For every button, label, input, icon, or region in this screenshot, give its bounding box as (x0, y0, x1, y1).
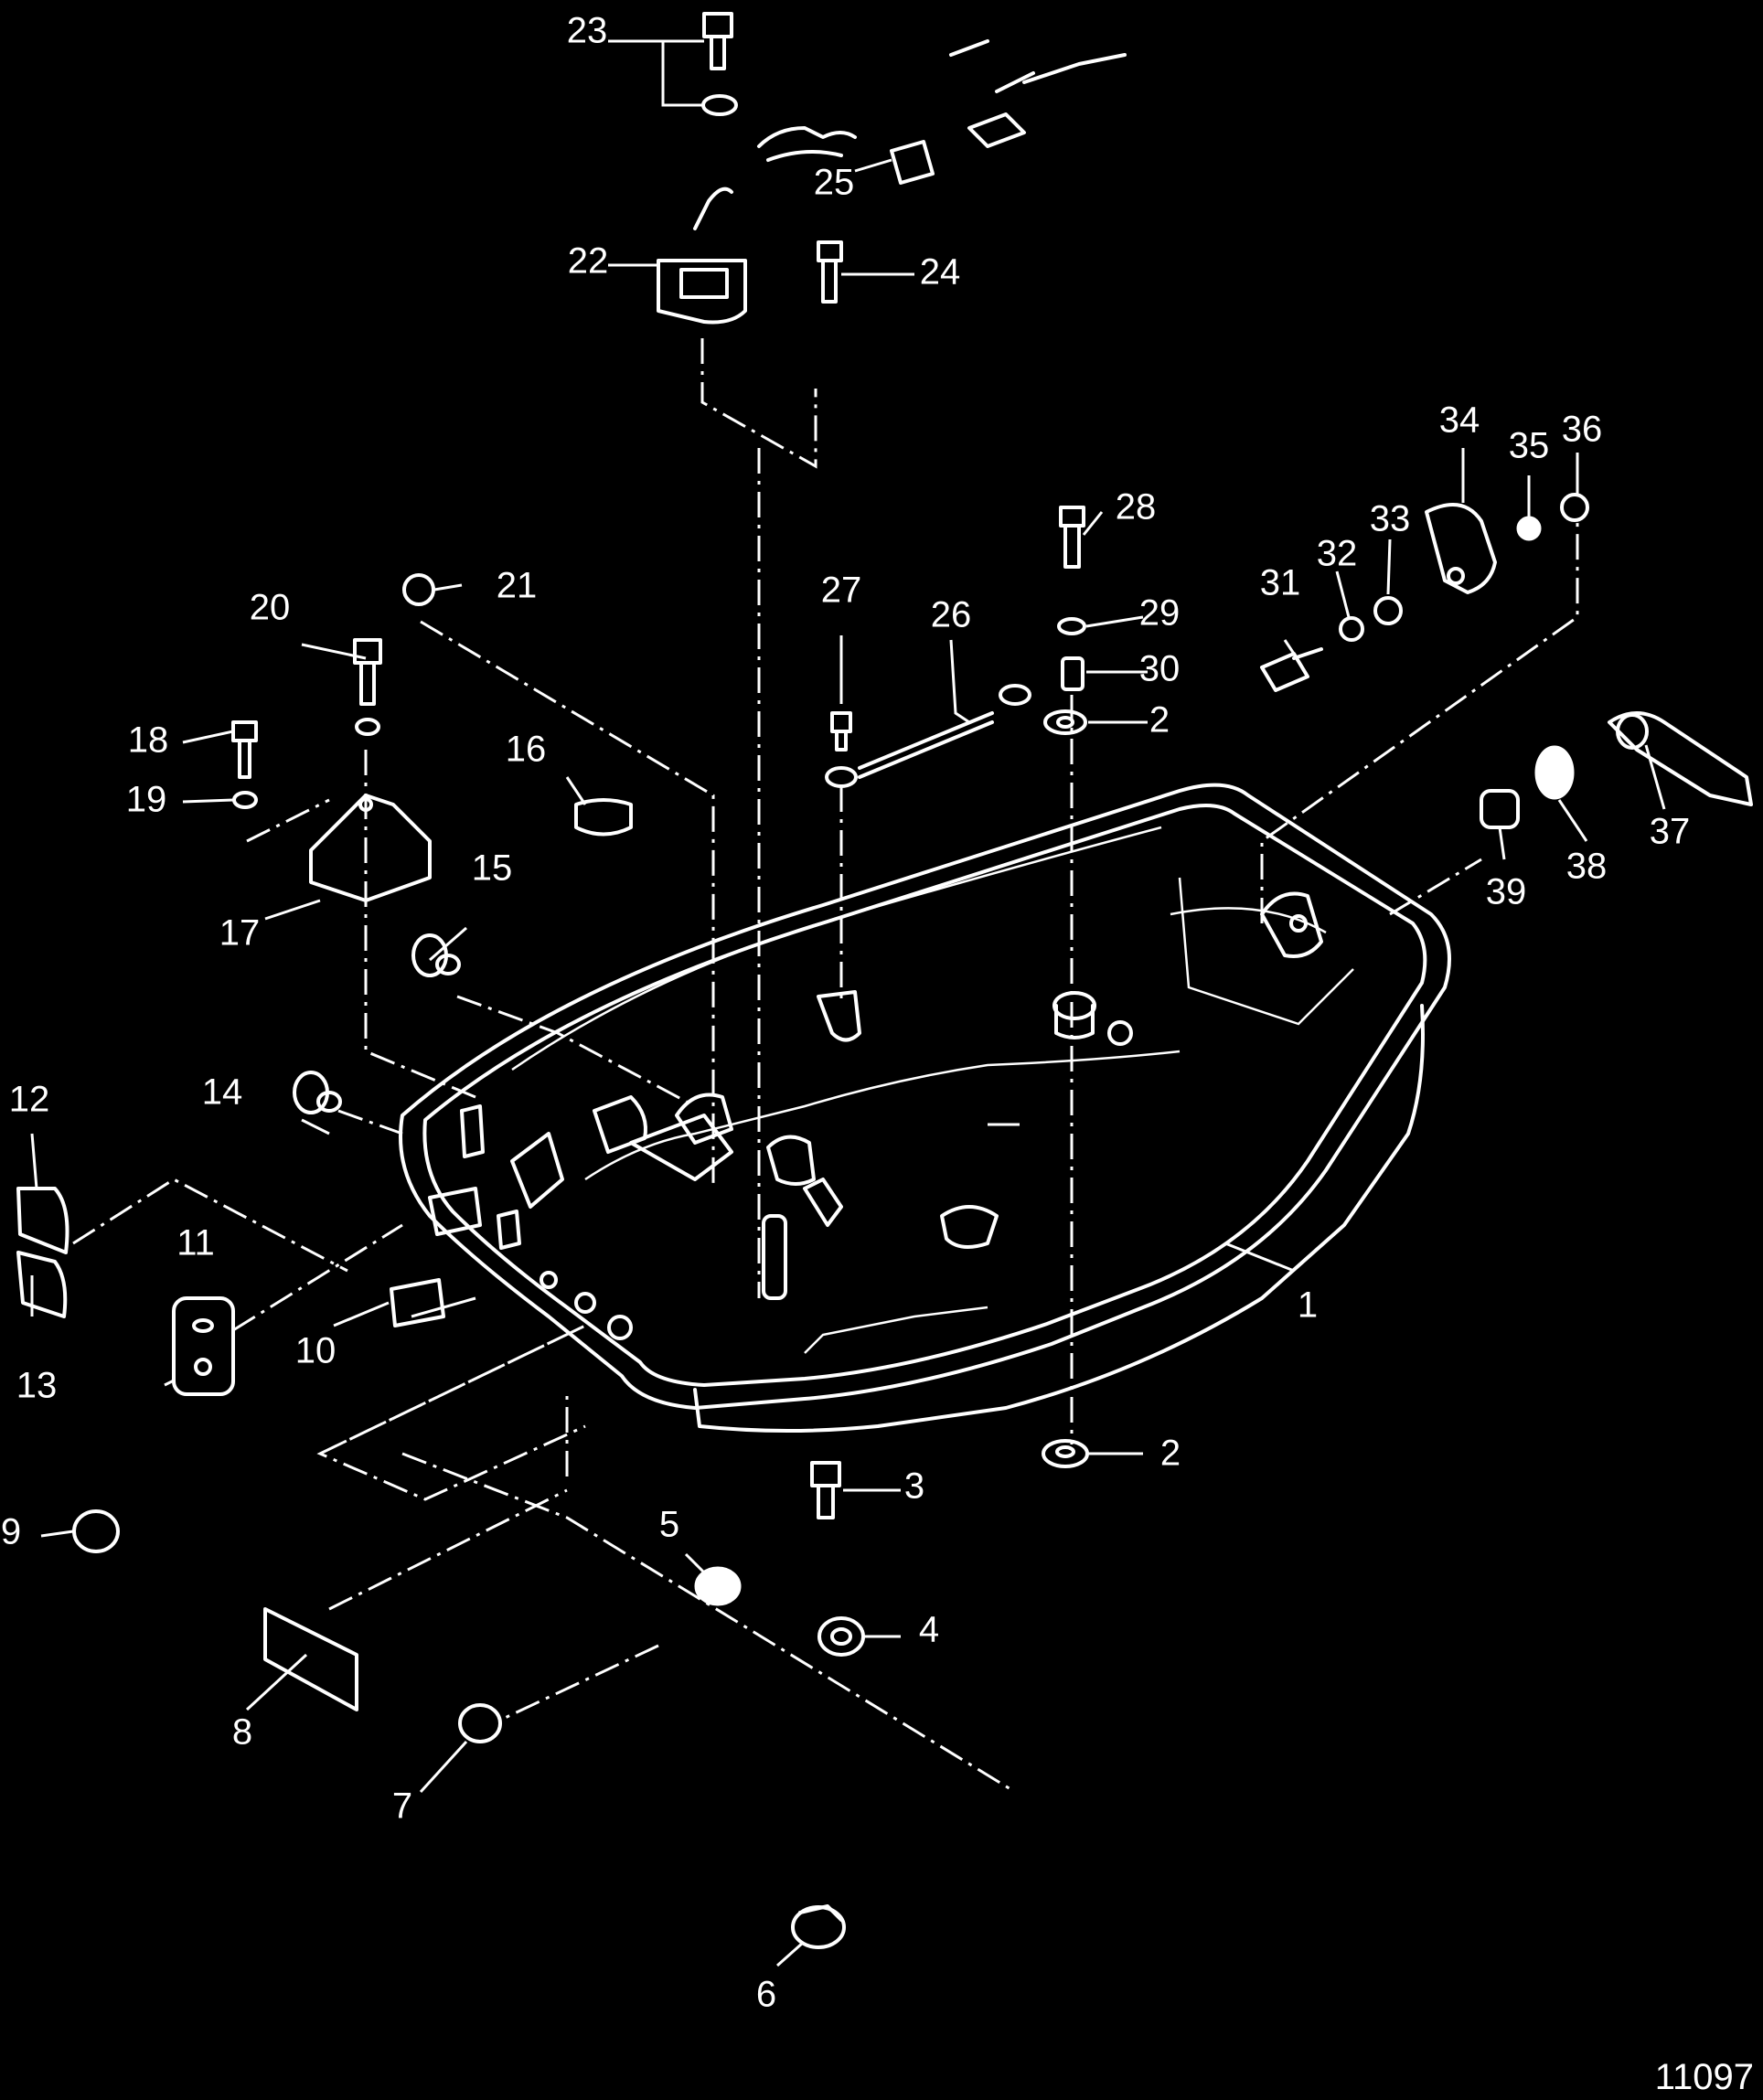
callout-33: 33 (1370, 499, 1411, 539)
part-24-bolt (817, 240, 843, 304)
callout-27: 27 (821, 570, 862, 611)
callout-17: 17 (219, 913, 261, 954)
callout-34: 34 (1439, 400, 1480, 441)
assembly-lines (72, 338, 1579, 1794)
callout-7: 7 (392, 1786, 412, 1827)
callout-3: 3 (904, 1466, 924, 1507)
callout-10: 10 (295, 1331, 337, 1371)
callout-36: 36 (1562, 410, 1603, 450)
callout-39: 39 (1486, 872, 1527, 912)
part-20-bolt (353, 638, 382, 736)
part-5-plug (694, 1566, 742, 1606)
part-30-spacer (1061, 656, 1085, 691)
part-35-nut (1516, 516, 1542, 541)
callout-16: 16 (506, 730, 547, 770)
callout-22: 22 (568, 241, 609, 282)
part-21-grommet (402, 573, 435, 606)
callout-19: 19 (126, 780, 167, 820)
part-7-plug (458, 1703, 502, 1743)
callout-30: 30 (1139, 649, 1181, 689)
part-25-connector (890, 140, 935, 185)
part-15-grommet (411, 933, 461, 977)
callout-26: 26 (931, 595, 972, 635)
part-10-switch (390, 1278, 445, 1327)
part-26-link-rod (858, 684, 1031, 779)
callout-15: 15 (472, 848, 513, 889)
callout-31: 31 (1260, 563, 1301, 603)
part-29-washer (1057, 617, 1086, 635)
part-33-washer (1373, 596, 1403, 625)
callout-4: 4 (919, 1610, 939, 1650)
part-12-clip (16, 1187, 69, 1254)
callout-32: 32 (1317, 534, 1358, 574)
callout-6: 6 (756, 1975, 776, 2015)
part-18-bolt (231, 720, 258, 779)
figure-id: 11097 (1655, 2057, 1754, 2097)
part-9-plug (72, 1509, 120, 1553)
callout-23: 23 (567, 11, 608, 51)
part-11-cover (172, 1296, 235, 1396)
part-32-washer (1339, 616, 1364, 642)
callout-28: 28 (1116, 487, 1157, 528)
part-17-bracket (309, 794, 432, 902)
callout-2b: 2 (1160, 1434, 1181, 1474)
callout-18: 18 (128, 720, 169, 761)
callout-37: 37 (1650, 812, 1691, 852)
part-23-bolt-washer (701, 12, 738, 116)
part-14-grommet (293, 1071, 342, 1114)
part-36-washer (1560, 493, 1589, 522)
bottom-cowl (399, 783, 1451, 1433)
callout-13: 13 (16, 1366, 58, 1406)
part-16-grommet (574, 798, 633, 837)
harness-wires (757, 39, 1127, 162)
callout-9: 9 (1, 1512, 21, 1552)
part-31-bolt (1260, 647, 1323, 692)
callout-5: 5 (659, 1505, 679, 1545)
callout-24: 24 (920, 252, 961, 293)
callout-29: 29 (1139, 593, 1181, 634)
part-2-grommet-top (1043, 709, 1087, 735)
callout-35: 35 (1509, 426, 1550, 466)
callout-8: 8 (232, 1712, 252, 1753)
leader-lines (30, 39, 1666, 1967)
callout-25: 25 (814, 163, 855, 203)
part-34-lever (1425, 503, 1497, 594)
callout-21: 21 (497, 566, 538, 606)
callout-1: 1 (1298, 1285, 1318, 1326)
part-38-seal (1534, 745, 1575, 800)
part-22-switch (657, 187, 747, 325)
part-37-handle (1608, 711, 1753, 806)
callout-20: 20 (250, 588, 291, 628)
part-19-washer (232, 791, 258, 809)
callout-11: 11 (176, 1223, 215, 1263)
callout-38: 38 (1566, 847, 1608, 887)
callout-2a: 2 (1149, 700, 1170, 741)
callout-12: 12 (9, 1080, 50, 1120)
part-39-bushing (1480, 789, 1520, 829)
part-4-grommet (817, 1616, 865, 1657)
part-28-bolt (1059, 506, 1085, 569)
part-3-bolt (810, 1461, 841, 1519)
part-2-grommet-bottom (1042, 1439, 1089, 1468)
part-27-screw (825, 711, 858, 788)
callout-labels: 1 2 2 3 4 5 6 7 8 9 10 11 12 13 14 15 16… (1, 11, 1690, 2015)
part-8-decal (263, 1607, 358, 1711)
callout-14: 14 (202, 1072, 243, 1113)
part-13-clip (16, 1251, 68, 1318)
part-6-plug (791, 1904, 846, 1949)
